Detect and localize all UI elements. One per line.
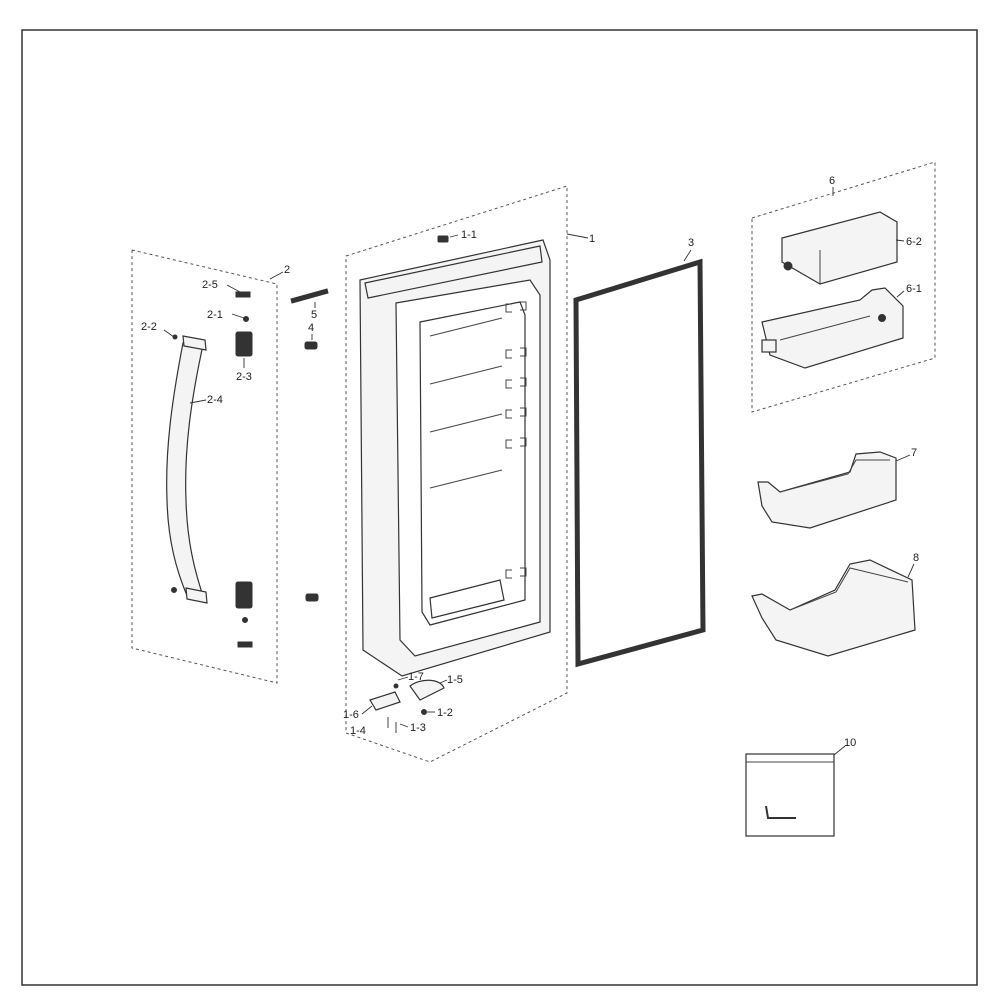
handle-end-cap-top: [182, 335, 207, 351]
label-1-6: 1-6: [343, 709, 359, 721]
bracket-1: [505, 301, 527, 313]
label-2-2: 2-2: [141, 321, 157, 333]
leader-8: [907, 563, 915, 578]
parts-bag: [745, 753, 835, 837]
leader-1-6: [361, 705, 373, 715]
diagram-frame: [21, 29, 978, 986]
shelf-rail-2: [429, 365, 503, 385]
shelf-rail-1: [429, 317, 503, 337]
bracket-6: [505, 567, 527, 579]
label-4: 4: [308, 322, 314, 334]
label-6-1: 6-1: [906, 283, 922, 295]
bracket-3: [505, 377, 527, 389]
leader-1-7: [397, 676, 409, 681]
door-bottom-tray: [429, 579, 505, 619]
handle-bar: [166, 342, 206, 603]
label-3: 3: [688, 237, 694, 249]
label-1-2: 1-2: [437, 707, 453, 719]
door-bin-small: [757, 451, 897, 529]
screw-bottom-right: [242, 617, 248, 623]
door-bin-large-rim: [789, 567, 909, 611]
leader-1: [566, 233, 589, 239]
label-1-5: 1-5: [447, 674, 463, 686]
door-bin-8-group: 8: [751, 552, 919, 657]
dairy-bin-cover: [781, 211, 898, 285]
door-bin-7-group: 7: [757, 447, 917, 529]
shelf-rail-4: [429, 469, 503, 489]
handle-assembly-group: 2 2-5 2-1 2-2 2-3 2-4: [131, 249, 290, 684]
label-10: 10: [844, 737, 856, 749]
cover-pivot: [783, 261, 793, 271]
leader-2: [269, 271, 284, 280]
handle-end-cap-bottom: [185, 587, 208, 604]
leader-6-2: [895, 239, 905, 242]
door-group-boundary: [345, 185, 568, 763]
label-6: 6: [829, 175, 835, 187]
bag-10-group: 10: [745, 737, 856, 837]
leader-2-4: [189, 399, 207, 404]
handle-group-boundary: [131, 249, 278, 684]
screw-1-7: [393, 683, 399, 689]
label-7: 7: [911, 447, 917, 459]
label-1-7: 1-7: [408, 671, 424, 683]
leader-10: [833, 745, 846, 756]
parts-4-5: 5 4: [290, 288, 329, 602]
label-6-2: 6-2: [906, 236, 922, 248]
label-1: 1: [589, 233, 595, 245]
part-4: [304, 341, 318, 350]
cap-2-5: [235, 291, 251, 298]
dairy-bin-body: [761, 287, 904, 369]
screw-bottom-left: [171, 587, 177, 593]
leader-1-1: [449, 234, 459, 238]
door-bin-small-rim: [779, 459, 890, 493]
shelf-rail-3: [429, 413, 503, 433]
leader-1-5: [439, 679, 448, 684]
bin-floor: [779, 315, 871, 341]
label-5: 5: [311, 309, 317, 321]
bracket-2: [505, 347, 527, 359]
label-2-1: 2-1: [207, 309, 223, 321]
label-2-3: 2-3: [236, 371, 252, 383]
hinge-1-6: [369, 691, 401, 711]
leader-2-2: [163, 329, 175, 338]
label-1-3: 1-3: [410, 722, 426, 734]
dairy-bin-group: 6 6-2 6-1: [751, 161, 936, 413]
label-1-4: 1-4: [350, 725, 366, 737]
label-2: 2: [284, 264, 290, 276]
dairy-group-boundary: [751, 161, 936, 413]
leader-2-5: [226, 284, 241, 293]
gasket-group: 3: [573, 237, 706, 668]
screw-1-2: [421, 709, 427, 715]
leader-2-1: [231, 313, 245, 319]
label-1-1: 1-1: [461, 229, 477, 241]
bin-pivot: [878, 314, 886, 322]
door-bin-large: [751, 559, 916, 657]
strip-5: [290, 288, 329, 304]
bracket-4: [505, 407, 527, 419]
leader-6-1: [896, 290, 905, 298]
handle-holder-bottom: [235, 581, 253, 609]
door-top-cap: [364, 245, 543, 299]
bracket-5: [505, 437, 527, 449]
part-4-lower: [305, 593, 319, 602]
door-assembly-group: 1 1-1 1-7 1-5 1-6 1-2 1-3 1-4: [343, 185, 595, 763]
screw-2-1: [243, 316, 249, 322]
bin-clip: [761, 339, 777, 353]
part-1-1: [437, 235, 449, 243]
cap-bottom: [237, 641, 253, 648]
label-2-4: 2-4: [207, 394, 223, 406]
leader-1-3: [399, 723, 409, 728]
label-2-5: 2-5: [202, 279, 218, 291]
bag-allen-key: [765, 805, 796, 819]
hinge-cover-1-5: [409, 679, 445, 701]
door-gasket: [573, 258, 706, 668]
leader-3: [683, 249, 692, 262]
handle-holder-top: [235, 331, 253, 357]
label-8: 8: [913, 552, 919, 564]
screw-2-2: [172, 334, 178, 340]
leader-7: [895, 454, 911, 462]
